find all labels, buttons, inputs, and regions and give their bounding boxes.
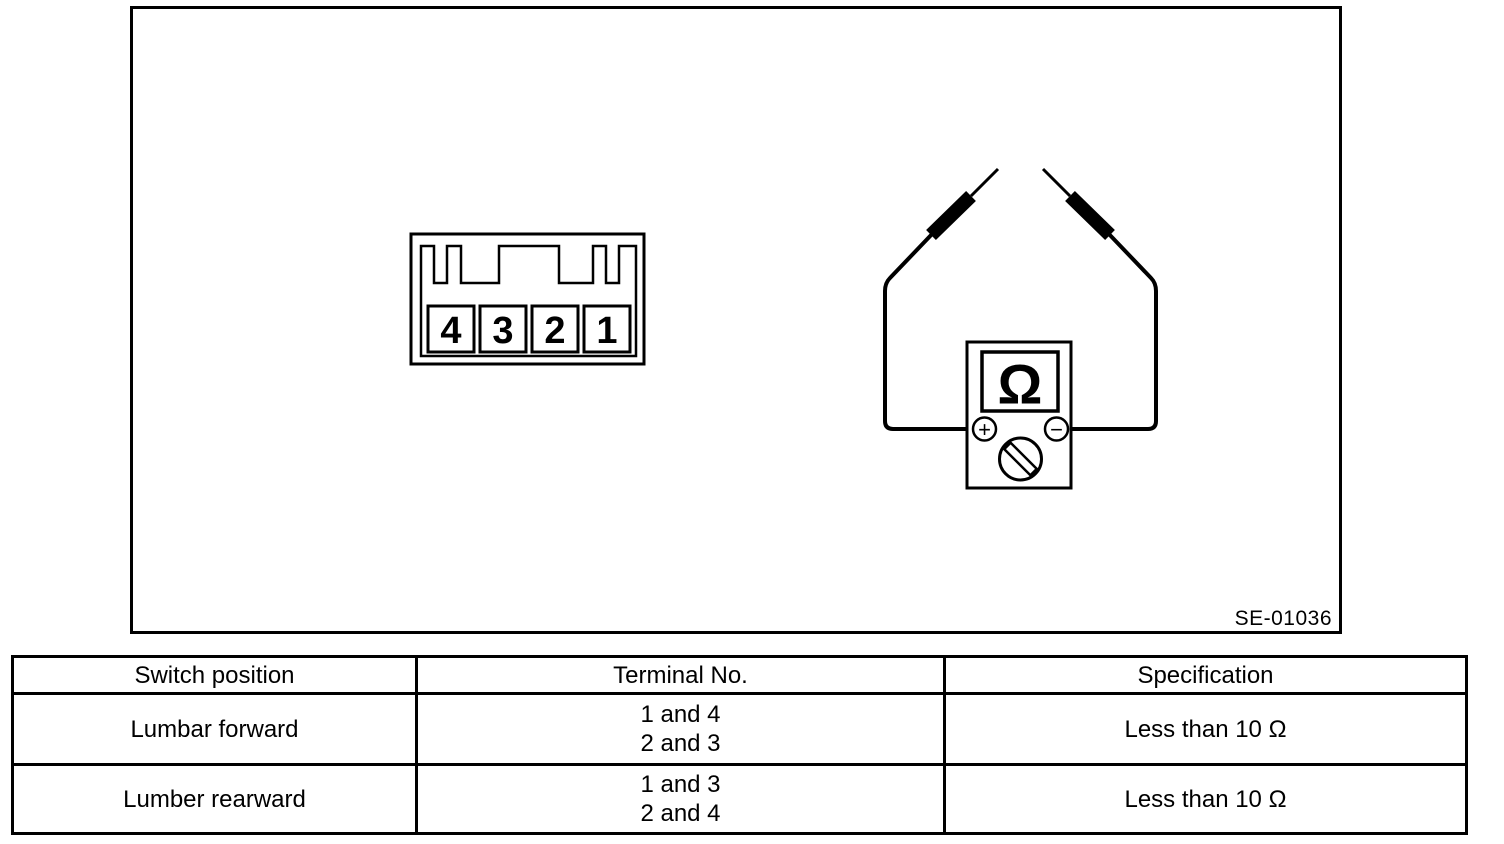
terminal-number: 4 — [440, 310, 461, 352]
negative-terminal-label: − — [1050, 417, 1063, 442]
test-lead-wire-left — [883, 230, 984, 431]
specification-cell: Less than 10 Ω — [943, 692, 1468, 766]
col-header-terminal-no: Terminal No. — [415, 655, 946, 695]
terminal-number: 3 — [492, 310, 513, 352]
figure-frame — [130, 6, 1342, 634]
terminal-cell-2 — [530, 304, 580, 354]
probe-handle-left — [926, 190, 976, 241]
figure-code-label: SE-01036 — [1234, 607, 1332, 630]
positive-terminal-icon — [971, 416, 998, 442]
probe-handle-right — [1065, 190, 1115, 241]
ohm-symbol: Ω — [998, 353, 1043, 416]
connector-cavity-outline — [419, 244, 638, 358]
terminal-pair: 2 and 3 — [640, 730, 721, 757]
col-header-specification: Specification — [943, 655, 1468, 695]
spec-table: Switch position Terminal No. Specificati… — [11, 655, 1468, 835]
specification-cell: Less than 10 Ω — [943, 763, 1468, 835]
test-leads — [883, 167, 1158, 431]
terminal-cell-3 — [478, 304, 528, 354]
probe-tip-left — [969, 167, 1000, 198]
switch-position-cell: Lumber rearward — [11, 763, 418, 835]
ohmmeter-display — [980, 350, 1060, 413]
col-header-switch-position: Switch position — [11, 655, 418, 695]
terminal-no-cell: 1 and 4 2 and 3 — [415, 692, 946, 766]
terminal-pair: 2 and 4 — [640, 800, 721, 827]
terminal-no-cell: 1 and 3 2 and 4 — [415, 763, 946, 835]
probe-tip-right — [1041, 167, 1072, 198]
negative-terminal-icon — [1043, 416, 1070, 442]
terminal-number: 2 — [544, 310, 565, 352]
table-row-lumbar-forward: Lumbar forward 1 and 4 2 and 3 Less than… — [11, 692, 1468, 766]
selector-knob-slot — [1002, 440, 1039, 478]
ohmmeter: Ω + − — [965, 340, 1073, 490]
terminal-pair: 1 and 3 — [640, 771, 721, 798]
positive-terminal-label: + — [978, 417, 991, 442]
table-header-row: Switch position Terminal No. Specificati… — [11, 655, 1468, 695]
terminal-cell-1 — [582, 304, 632, 354]
terminal-cell-4 — [426, 304, 476, 354]
switch-position-cell: Lumbar forward — [11, 692, 418, 766]
table-row-lumber-rearward: Lumber rearward 1 and 3 2 and 4 Less tha… — [11, 763, 1468, 835]
terminal-pair: 1 and 4 — [640, 701, 721, 728]
test-lead-wire-right — [1057, 230, 1158, 431]
terminal-number: 1 — [596, 310, 617, 352]
pin-connector-diagram: 4 3 2 1 — [409, 232, 646, 366]
